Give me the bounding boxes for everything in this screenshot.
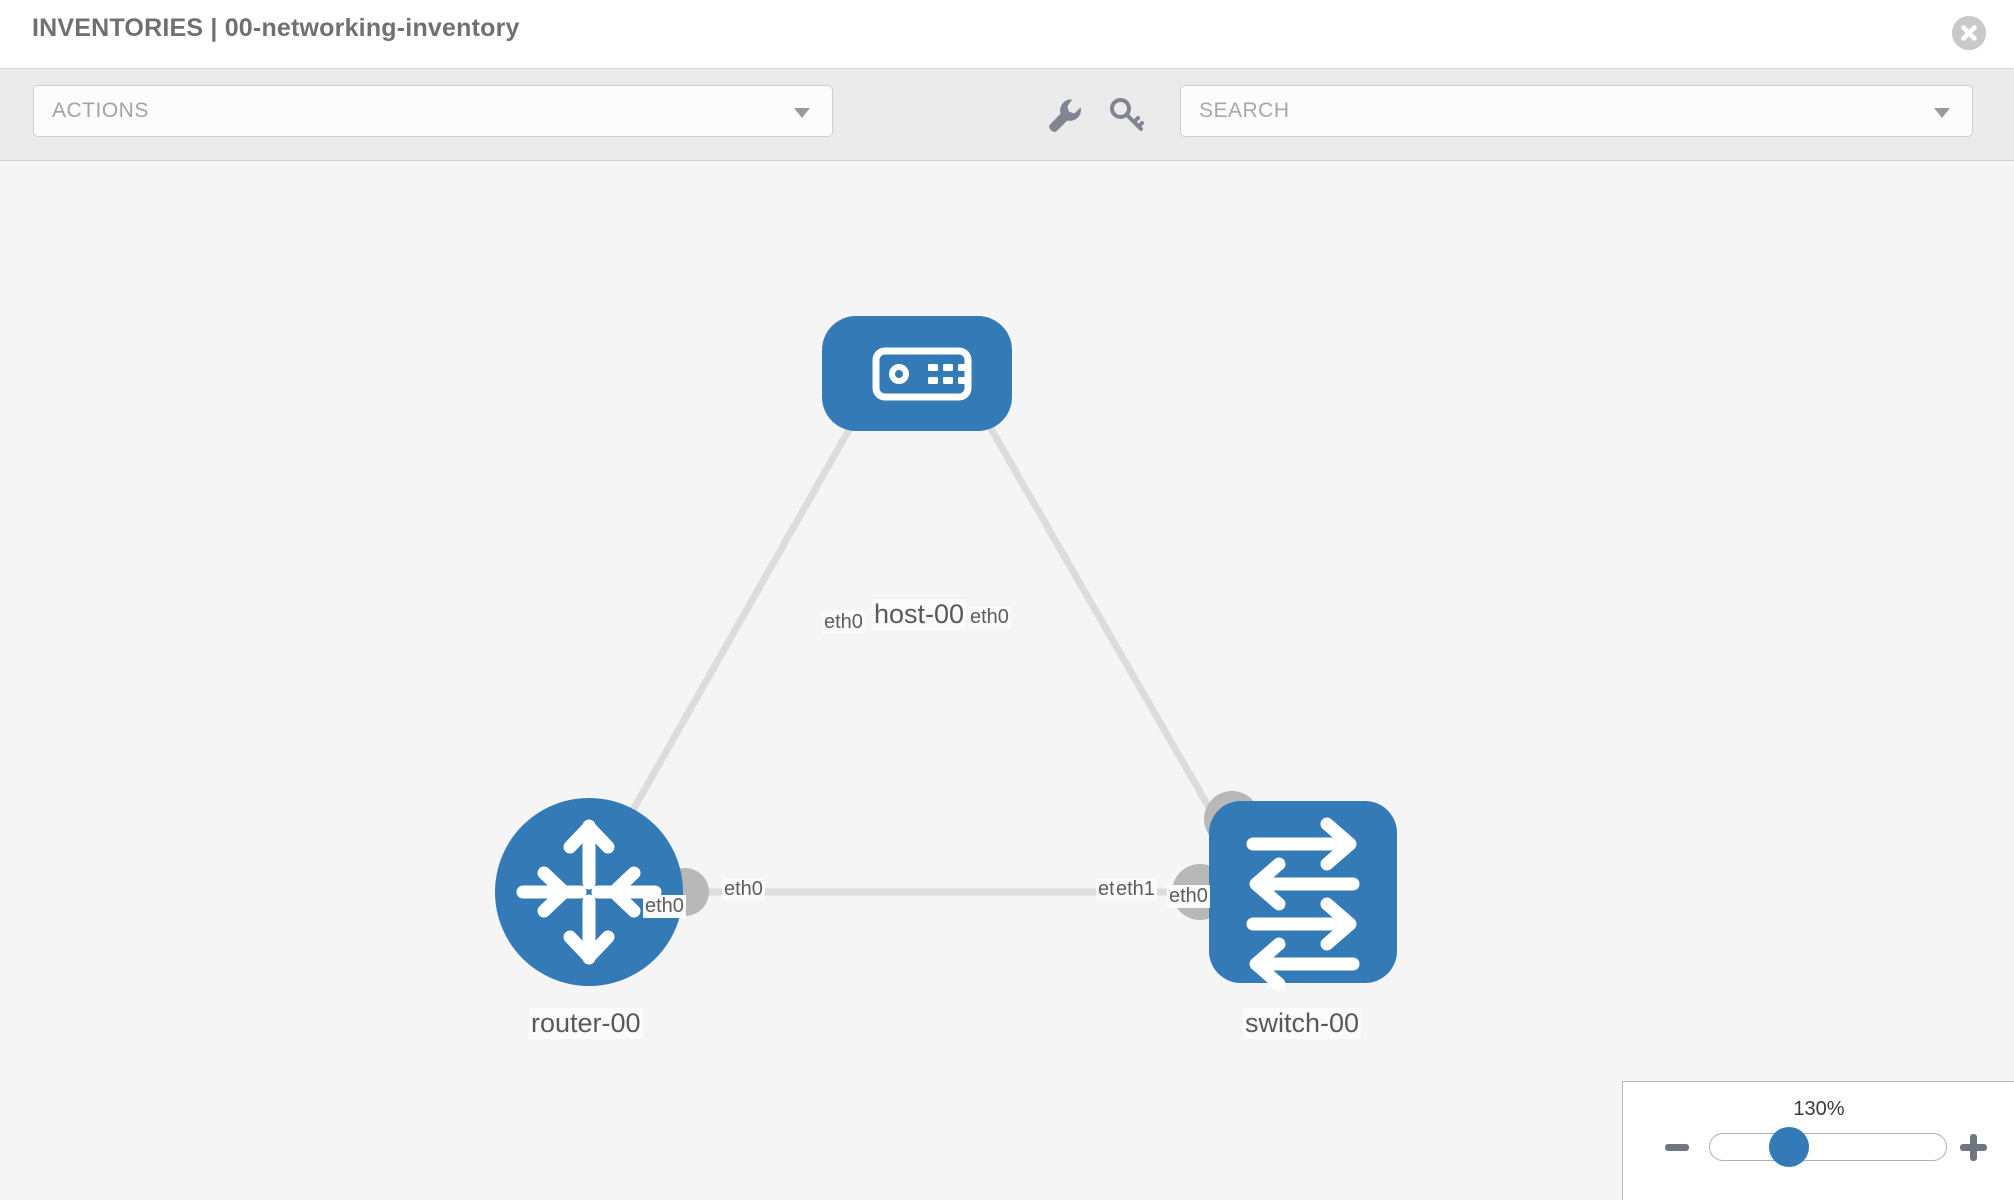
edge-label: eth0 [968, 606, 1011, 629]
zoom-level-label: 130% [1793, 1098, 1845, 1120]
router-arrows-icon [516, 819, 662, 965]
node-router-00[interactable] [495, 798, 683, 986]
page-header: INVENTORIES | 00-networking-inventory [0, 0, 2014, 69]
edge-label: eth1 [1114, 878, 1157, 901]
wrench-icon [1049, 99, 1081, 132]
actions-dropdown-label: ACTIONS [52, 99, 149, 122]
page-title: INVENTORIES | 00-networking-inventory [32, 14, 520, 42]
topology-graph [495, 316, 1397, 991]
search-placeholder: SEARCH [1199, 99, 1290, 122]
chevron-down-icon [1934, 108, 1950, 118]
switch-arrows-icon [1246, 817, 1360, 991]
node-label-host-00: host-00 [872, 599, 967, 630]
key-icon [1110, 98, 1144, 131]
zoom-slider-track[interactable] [1709, 1133, 1947, 1161]
search-input[interactable]: SEARCH [1180, 85, 1973, 137]
edge-label: eth0 [643, 895, 686, 918]
zoom-control-panel: 130% [1622, 1081, 2014, 1200]
close-icon [1952, 16, 1986, 50]
node-label-router-00: router-00 [529, 1008, 643, 1039]
server-icon [872, 347, 972, 401]
actions-dropdown[interactable]: ACTIONS [33, 85, 833, 137]
zoom-slider-thumb[interactable] [1769, 1127, 1809, 1167]
topology-canvas[interactable]: host-00 router-00 switch-00 eth0 eth0 et… [0, 161, 2014, 1200]
node-host-00[interactable] [822, 316, 1012, 431]
node-label-switch-00: switch-00 [1243, 1008, 1362, 1039]
zoom-in-button[interactable] [1960, 1134, 1987, 1161]
link-host-switch[interactable] [948, 359, 1238, 853]
close-button[interactable] [1952, 16, 1986, 50]
chevron-down-icon [794, 108, 810, 118]
link-host-router[interactable] [600, 359, 892, 863]
edge-label: eth0 [1167, 885, 1210, 908]
key-button[interactable] [1105, 93, 1147, 135]
edge-label: eth0 [722, 878, 765, 901]
zoom-out-button[interactable] [1665, 1144, 1689, 1151]
node-switch-00[interactable] [1209, 801, 1397, 991]
wrench-button[interactable] [1042, 93, 1084, 135]
edge-label: eth0 [822, 611, 865, 634]
